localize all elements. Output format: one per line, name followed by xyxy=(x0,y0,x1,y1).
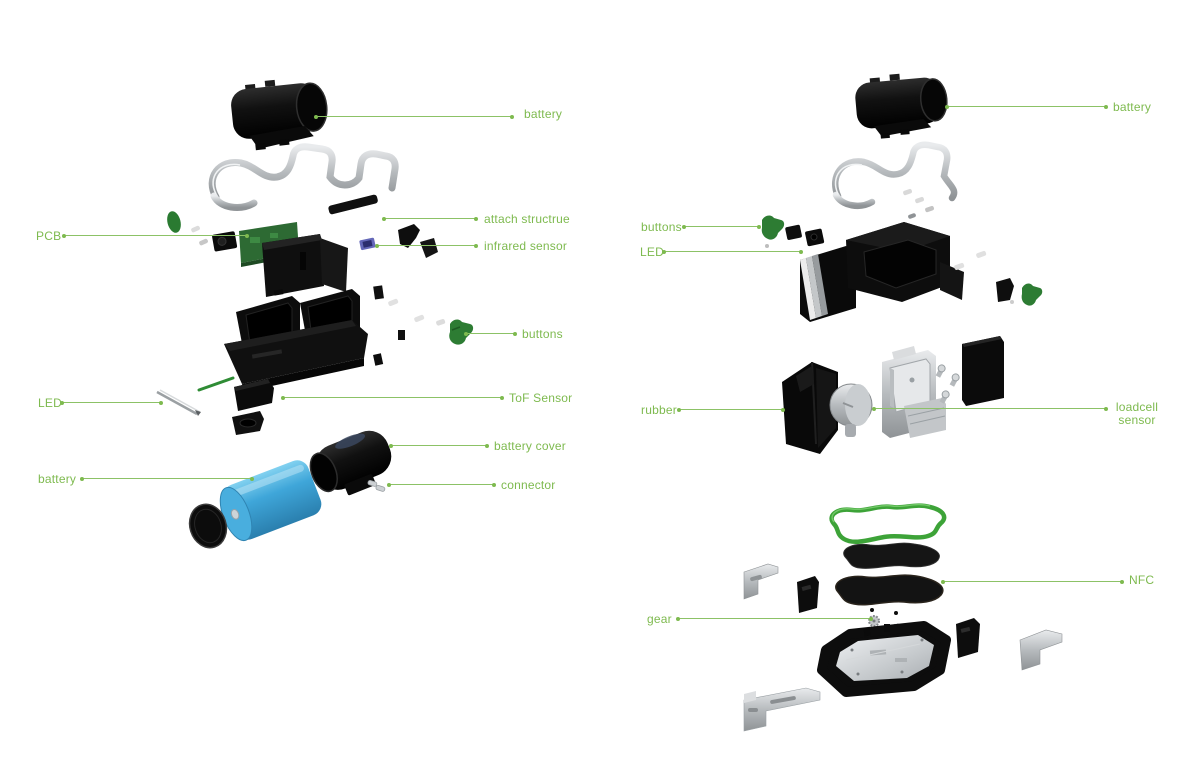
green-buttons-right xyxy=(761,215,785,248)
callout-loadcell-sensor: loadcell sensor xyxy=(1115,400,1159,427)
callout-battery-cover: battery cover xyxy=(494,439,566,453)
metal-clip-left xyxy=(743,563,779,600)
metal-hook-right xyxy=(1019,629,1063,671)
small-cover-part xyxy=(232,411,264,435)
metal-bracket-left xyxy=(208,143,399,215)
small-dot xyxy=(1010,300,1014,304)
callout-nfc: NFC xyxy=(1129,573,1155,587)
leader-battery-cell xyxy=(80,476,254,481)
leader-attach-structure xyxy=(382,216,478,221)
small-pins-right xyxy=(903,188,934,219)
connector-screws xyxy=(367,479,386,492)
small-pin xyxy=(199,238,208,246)
callout-led-right-diagram: LED xyxy=(640,245,664,259)
small-black-bit xyxy=(805,228,825,247)
callout-gear: gear xyxy=(647,612,672,626)
loadcell-bracket xyxy=(882,346,946,438)
callout-infrared-sensor: infrared sensor xyxy=(484,239,568,253)
callout-buttons-right-diagram: buttons xyxy=(641,220,682,234)
black-clip-right xyxy=(956,618,980,658)
small-pin xyxy=(388,298,399,307)
leader-nfc xyxy=(941,579,1124,584)
led-rod xyxy=(156,389,201,416)
small-pin xyxy=(414,314,425,323)
callout-pcb: PCB xyxy=(36,229,62,243)
rubber-wedge xyxy=(782,361,838,454)
leader-battery-right xyxy=(945,104,1108,109)
small-black-bit xyxy=(373,285,384,300)
leader-led-left xyxy=(60,400,163,405)
callout-led-left-diagram: LED xyxy=(38,396,62,410)
leader-buttons-left xyxy=(464,331,517,336)
leader-rubber xyxy=(677,407,785,412)
nfc-pad xyxy=(835,574,944,615)
gasket-ring xyxy=(829,503,947,545)
leader-buttons-right xyxy=(682,224,761,229)
callout-battery-cell: battery xyxy=(38,472,77,486)
callout-tof-sensor: ToF Sensor xyxy=(509,391,573,405)
leader-pcb xyxy=(62,233,249,238)
leader-battery-cover xyxy=(389,443,489,448)
long-metal-bracket xyxy=(743,687,821,732)
small-black-bit xyxy=(398,330,405,340)
right-device xyxy=(743,73,1063,732)
infrared-chip xyxy=(359,237,376,251)
small-pin xyxy=(976,250,987,258)
small-black-bit xyxy=(373,353,384,366)
battery-module-top-right xyxy=(855,73,948,139)
main-housing-right xyxy=(846,222,964,302)
pad-plate xyxy=(843,542,940,569)
leader-connector xyxy=(387,482,496,487)
leader-gear xyxy=(676,616,873,621)
battery-cover-tube xyxy=(309,430,392,496)
callout-attach-structure: attach structrue xyxy=(484,212,570,226)
metal-knob xyxy=(829,383,873,437)
black-clip-mid xyxy=(797,576,819,613)
leader-led-right xyxy=(662,249,803,254)
battery-module-top-left xyxy=(231,79,328,151)
left-device xyxy=(156,79,474,549)
leader-infrared-sensor xyxy=(375,243,478,248)
battery-cell-blue xyxy=(219,460,322,542)
black-plate xyxy=(962,336,1004,406)
callout-connector: connector xyxy=(501,478,556,492)
end-cap-disc xyxy=(188,503,228,549)
mid-housing xyxy=(262,234,348,297)
screws xyxy=(935,364,960,404)
callout-buttons-left-diagram: buttons xyxy=(522,327,563,341)
green-led-part xyxy=(167,211,181,233)
leader-loadcell-sensor xyxy=(872,406,1108,411)
small-pin xyxy=(191,225,200,233)
bottom-tray xyxy=(817,621,951,697)
leader-battery-top-left xyxy=(314,114,514,119)
leader-tof-sensor xyxy=(281,395,504,400)
green-part-small xyxy=(1021,283,1043,306)
small-pin xyxy=(954,262,965,270)
tof-sensor-box xyxy=(234,379,274,411)
metal-bracket-right xyxy=(831,141,958,210)
small-black-bit xyxy=(785,224,802,240)
callout-battery-top-left-diagram: battery xyxy=(524,107,563,121)
green-stylus-line xyxy=(197,376,235,392)
camera-block xyxy=(212,231,238,252)
main-housing-left xyxy=(224,289,368,392)
callout-rubber: rubber xyxy=(641,403,677,417)
small-black-bit xyxy=(996,278,1014,302)
callout-battery-right-diagram: battery xyxy=(1113,100,1152,114)
green-buttons-left xyxy=(436,319,474,345)
led-stack xyxy=(800,246,856,322)
attach-structure-part xyxy=(398,224,438,258)
